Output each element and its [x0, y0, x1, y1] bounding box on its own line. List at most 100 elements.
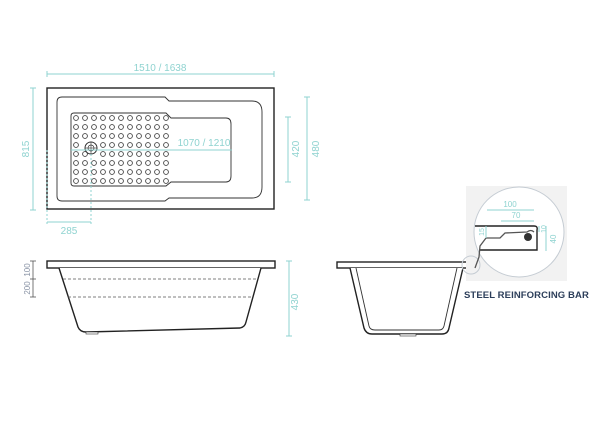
- tub-outer-rim: [46, 87, 275, 210]
- anti-slip-dot: [118, 133, 124, 139]
- anti-slip-dots: [73, 115, 169, 184]
- dim-detail-40: 40: [549, 234, 558, 243]
- anti-slip-dot: [154, 142, 160, 148]
- anti-slip-dot: [91, 124, 97, 130]
- anti-slip-dot: [82, 160, 88, 166]
- anti-slip-dot: [127, 124, 133, 130]
- anti-slip-dot: [145, 142, 151, 148]
- front-rim: [46, 260, 276, 269]
- dim-overall-width: 815: [21, 140, 32, 157]
- anti-slip-dot: [118, 142, 124, 148]
- anti-slip-dot: [100, 142, 106, 148]
- anti-slip-dot: [136, 178, 142, 184]
- anti-slip-dot: [73, 133, 79, 139]
- top-view: 1510 / 1638 815 285 1070 / 1210 420 480: [21, 63, 322, 237]
- anti-slip-dot: [73, 169, 79, 175]
- dim-detail-70: 70: [512, 211, 521, 220]
- anti-slip-dot: [91, 133, 97, 139]
- anti-slip-dot: [154, 124, 160, 130]
- reinforcing-bar-detail: 100 70 15 10 40 STEEL REINFORCING BAR: [461, 186, 589, 301]
- anti-slip-dot: [100, 151, 106, 157]
- anti-slip-dot: [100, 133, 106, 139]
- anti-slip-dot: [136, 169, 142, 175]
- anti-slip-dot: [91, 169, 97, 175]
- anti-slip-dot: [127, 115, 133, 121]
- tub-inner-rim: [56, 96, 263, 202]
- anti-slip-dot: [73, 142, 79, 148]
- anti-slip-dot: [91, 160, 97, 166]
- anti-slip-dot: [118, 178, 124, 184]
- anti-slip-dot: [118, 115, 124, 121]
- anti-slip-dot: [82, 169, 88, 175]
- dim-detail-100: 100: [503, 200, 517, 209]
- drain-icon: [84, 141, 98, 155]
- dim-total-height: 430: [290, 293, 301, 310]
- anti-slip-dot: [118, 169, 124, 175]
- anti-slip-dot: [154, 115, 160, 121]
- front-body: [58, 267, 262, 333]
- anti-slip-dot: [163, 160, 169, 166]
- dim-detail-15: 15: [479, 228, 486, 236]
- anti-slip-dot: [163, 169, 169, 175]
- anti-slip-dot: [109, 178, 115, 184]
- anti-slip-dot: [145, 151, 151, 157]
- anti-slip-dot: [91, 115, 97, 121]
- anti-slip-dot: [154, 133, 160, 139]
- anti-slip-dot: [100, 115, 106, 121]
- anti-slip-dot: [100, 160, 106, 166]
- anti-slip-dot: [100, 169, 106, 175]
- anti-slip-dot: [145, 178, 151, 184]
- anti-slip-dot: [136, 151, 142, 157]
- anti-slip-dot: [163, 124, 169, 130]
- anti-slip-dot: [136, 160, 142, 166]
- anti-slip-dot: [136, 115, 142, 121]
- anti-slip-dot: [109, 169, 115, 175]
- anti-slip-dot: [118, 151, 124, 157]
- anti-slip-dot: [118, 160, 124, 166]
- anti-slip-dot: [82, 178, 88, 184]
- side-body-inner: [355, 267, 458, 331]
- anti-slip-dot: [145, 124, 151, 130]
- anti-slip-dot: [145, 115, 151, 121]
- anti-slip-dot: [73, 115, 79, 121]
- anti-slip-dot: [109, 151, 115, 157]
- anti-slip-dot: [163, 178, 169, 184]
- anti-slip-dot: [91, 178, 97, 184]
- anti-slip-dot: [154, 160, 160, 166]
- anti-slip-dot: [163, 142, 169, 148]
- anti-slip-dot: [73, 151, 79, 157]
- anti-slip-dot: [145, 169, 151, 175]
- steel-bar-icon: [524, 233, 532, 241]
- dim-inner-width-420: 420: [291, 140, 302, 157]
- anti-slip-dot: [136, 142, 142, 148]
- anti-slip-dot: [118, 124, 124, 130]
- anti-slip-dot: [127, 160, 133, 166]
- anti-slip-dot: [73, 124, 79, 130]
- anti-slip-dot: [100, 124, 106, 130]
- dim-depth-200: 200: [23, 281, 32, 295]
- anti-slip-dot: [109, 142, 115, 148]
- dim-drain-offset: 285: [61, 226, 78, 237]
- dim-detail-10: 10: [541, 225, 548, 233]
- front-view: 100 200 430: [23, 260, 301, 337]
- anti-slip-dot: [109, 133, 115, 139]
- side-rim: [336, 261, 478, 269]
- anti-slip-dot: [73, 160, 79, 166]
- anti-slip-dot: [163, 133, 169, 139]
- anti-slip-dot: [100, 178, 106, 184]
- tub-basin: [70, 112, 232, 187]
- dim-inner-length: 1070 / 1210: [178, 138, 231, 149]
- anti-slip-dot: [163, 115, 169, 121]
- anti-slip-dot: [82, 124, 88, 130]
- anti-slip-dot: [82, 151, 88, 157]
- anti-slip-dot: [82, 115, 88, 121]
- side-view: [336, 261, 478, 337]
- anti-slip-dot: [73, 178, 79, 184]
- anti-slip-dot: [145, 160, 151, 166]
- anti-slip-dot: [154, 178, 160, 184]
- anti-slip-dot: [127, 178, 133, 184]
- dim-overall-length: 1510 / 1638: [134, 63, 187, 74]
- anti-slip-dot: [136, 133, 142, 139]
